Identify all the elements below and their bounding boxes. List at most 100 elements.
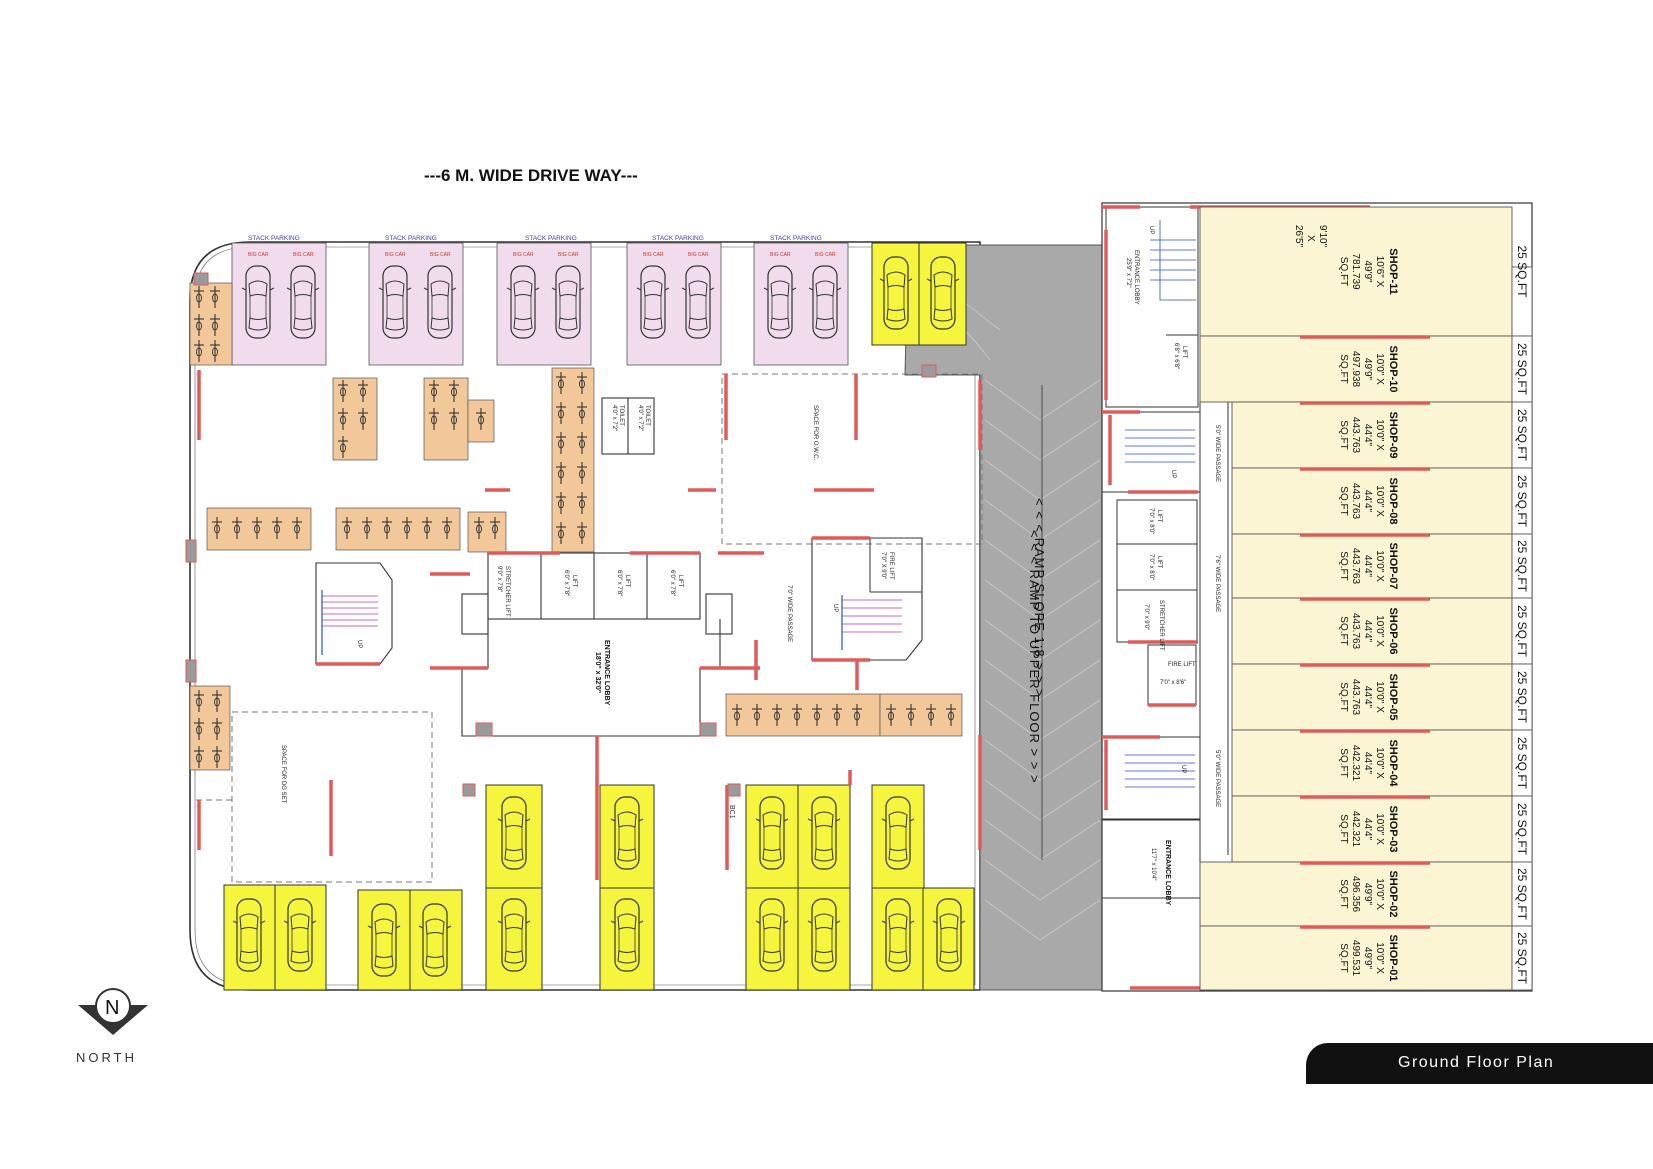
lift-dim: 6'0" x 7'8" xyxy=(669,570,675,596)
entrance-lobby-top-label: ENTRANCE LOBBY xyxy=(1133,250,1139,305)
shop-side-area: 25 SQ.FT xyxy=(1515,409,1529,462)
up-label: UP xyxy=(356,640,362,648)
big-car-label: BIG CAR xyxy=(558,252,579,258)
shop-dim: 44'4" xyxy=(1362,424,1373,447)
big-car-label: BIG CAR xyxy=(688,252,709,258)
passage-label: 5'0" WIDE PASSAGE xyxy=(1214,750,1220,807)
shop-name: SHOP-01 xyxy=(1387,934,1399,981)
shop-dim: 44'4" xyxy=(1362,620,1373,643)
plan-title: Ground Floor Plan xyxy=(1398,1054,1555,1071)
shop-dim: 49'9" xyxy=(1362,947,1373,970)
lift-label: LIFT xyxy=(624,575,630,588)
shop-dim: 44'4" xyxy=(1362,555,1373,578)
north-compass-icon: N xyxy=(78,988,148,1035)
big-car-label: BIG CAR xyxy=(430,252,451,258)
shop-11-extra: X xyxy=(1305,235,1316,242)
shop-unit-label: SQ.FT xyxy=(1338,354,1349,383)
stack-parking-group xyxy=(231,242,849,366)
big-car-label: BIG CAR xyxy=(248,252,269,258)
shop-area: 443.763 xyxy=(1350,483,1361,520)
fire-lift-r-label: FIRE LIFT xyxy=(1168,662,1196,668)
entrance-lobby-label: ENTRANCE LOBBY xyxy=(603,640,610,706)
shop-dim: 49'9" xyxy=(1362,358,1373,381)
shop-dim: 10'0" X xyxy=(1374,878,1385,910)
shop-unit-label: SQ.FT xyxy=(1338,420,1349,449)
stretcher-lift-r-dim: 7'0" x 9'0" xyxy=(1143,604,1149,630)
shop-unit-label: SQ.FT xyxy=(1338,879,1349,908)
center-right-staircase xyxy=(811,537,923,661)
car-parking-top xyxy=(871,242,967,346)
car-parking-bottom xyxy=(223,784,975,991)
shop-unit-label: SQ.FT xyxy=(1338,257,1349,286)
shop-area: 442.321 xyxy=(1350,811,1361,848)
shop-side-area: 25 SQ.FT xyxy=(1515,868,1529,921)
shop-unit-label: SQ.FT xyxy=(1338,682,1349,711)
lift-r1-label: LIFT xyxy=(1156,510,1162,523)
shop-dim: 49'9" xyxy=(1362,260,1373,283)
shop-dim: 10'0" X xyxy=(1374,813,1385,845)
shop-dim: 44'4" xyxy=(1362,752,1373,775)
up-label: UP xyxy=(832,604,838,612)
entrance-lobby-right-label: ENTRANCE LOBBY xyxy=(1164,840,1171,906)
shop-name: SHOP-11 xyxy=(1387,248,1399,294)
shop-area: 443.763 xyxy=(1350,417,1361,454)
shop-name: SHOP-09 xyxy=(1387,411,1399,458)
dg-label: SPACE FOR DG SET xyxy=(280,745,286,804)
north-label: NORTH xyxy=(76,1050,137,1065)
big-car-label: BIG CAR xyxy=(513,252,534,258)
stack-parking-label: STACK PARKING xyxy=(652,235,704,242)
lift-r2-label: LIFT xyxy=(1156,556,1162,569)
shop-name: SHOP-03 xyxy=(1387,805,1399,852)
owc-space xyxy=(721,373,983,545)
columns xyxy=(185,272,937,797)
lift-top-dim: 6'8" x 6'8" xyxy=(1173,343,1179,369)
shop-unit-label: SQ.FT xyxy=(1338,616,1349,645)
shop-11-extra: 26'5" xyxy=(1293,225,1304,248)
lift-r2-dim: 7'0" x 8'0" xyxy=(1148,554,1154,580)
shop-area: 497.938 xyxy=(1350,351,1361,388)
shop-unit-label: SQ.FT xyxy=(1338,551,1349,580)
lift-r1-dim: 7'0" x 8'0" xyxy=(1148,508,1154,534)
lift-top-label: LIFT xyxy=(1181,346,1187,359)
shop-dim: 10'0" X xyxy=(1374,485,1385,517)
fire-lift-dim: 7'0" X 9'0" xyxy=(880,552,886,579)
shop-unit-label: SQ.FT xyxy=(1338,486,1349,515)
shop-side-area: 25 SQ.FT xyxy=(1515,932,1529,985)
toilet-label: TOILET xyxy=(644,405,650,426)
shop-name: SHOP-08 xyxy=(1387,477,1399,524)
shop-dim: 44'4" xyxy=(1362,686,1373,709)
owc-label: SPACE FOR O.W.C. xyxy=(812,405,818,461)
shop-dim: 10'0" X xyxy=(1374,419,1385,451)
lift-label: LIFT xyxy=(571,575,577,588)
walls xyxy=(197,370,982,880)
shop-dim: 10'0" X xyxy=(1374,747,1385,779)
big-car-label: BIG CAR xyxy=(643,252,664,258)
shop-unit-label: SQ.FT xyxy=(1338,943,1349,972)
shop-side-area: 25 SQ.FT xyxy=(1515,803,1529,856)
toilet-dim: 4'0" x 7'2" xyxy=(611,405,617,431)
shop-area: 499.531 xyxy=(1350,940,1361,977)
shop-name: SHOP-07 xyxy=(1387,542,1399,589)
toilet-dim: 4'0" x 7'2" xyxy=(637,405,643,431)
up-label: UP xyxy=(1180,765,1186,773)
shop-dim: 49'9" xyxy=(1362,883,1373,906)
shop-name: SHOP-06 xyxy=(1387,607,1399,654)
stretcher-lift-dim: 9'0" x 7'8" xyxy=(496,566,502,592)
shop-area: 442.321 xyxy=(1350,745,1361,782)
lift-dim: 6'0" x 7'8" xyxy=(563,570,569,596)
drive-way-label: ---6 M. WIDE DRIVE WAY--- xyxy=(424,166,638,185)
lift-dim: 6'0" x 7'8" xyxy=(616,570,622,596)
shop-dim: 10'0" X xyxy=(1374,615,1385,647)
shop-side-area: 25 SQ.FT xyxy=(1515,605,1529,658)
shop-unit-label: SQ.FT xyxy=(1338,748,1349,777)
shop-dim: 10'0" X xyxy=(1374,550,1385,582)
up-label: UP xyxy=(1170,470,1176,478)
